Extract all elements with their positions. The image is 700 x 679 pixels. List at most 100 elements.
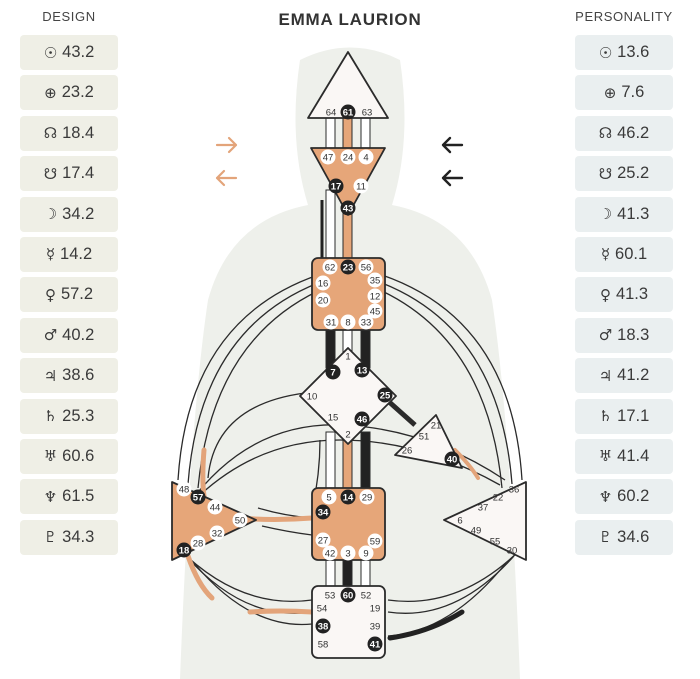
- design-activation-row: ☿14.2: [20, 236, 118, 272]
- activation-value: 7.6: [621, 83, 645, 102]
- svg-text:29: 29: [362, 493, 373, 504]
- activation-value: 61.5: [62, 487, 95, 506]
- gate-25: 25: [377, 387, 393, 403]
- svg-text:34: 34: [318, 508, 329, 519]
- channel-loop: [381, 274, 523, 481]
- activation-value: 25.3: [62, 406, 95, 425]
- channel-loop: [381, 282, 513, 485]
- channel-bar: [342, 557, 353, 589]
- svg-text:19: 19: [370, 604, 381, 615]
- planet-symbol-icon: ☿: [45, 245, 56, 264]
- planet-symbol-icon: ☉: [43, 43, 58, 62]
- channel-bar: [325, 431, 336, 491]
- g-center: [299, 347, 397, 445]
- design-activation-row: ♀57.2: [20, 277, 118, 313]
- planet-symbol-icon: ♃: [598, 366, 613, 385]
- chart-owner-name: EMMA LAURION: [278, 10, 422, 29]
- svg-text:33: 33: [361, 318, 372, 329]
- design-activation-row: ♃38.6: [20, 358, 118, 394]
- planet-symbol-icon: ☉: [598, 43, 613, 62]
- planet-symbol-icon: ♇: [598, 528, 613, 547]
- personality-activation-row: ♅41.4: [575, 438, 673, 474]
- design-activation-row: ♇34.3: [20, 519, 118, 555]
- gate-1: 1: [345, 352, 350, 363]
- svg-text:21: 21: [431, 421, 442, 432]
- gate-51: 51: [419, 432, 430, 443]
- gate-10: 10: [307, 392, 318, 403]
- gate-61: 61: [340, 104, 356, 120]
- design-channel-segment: [185, 553, 215, 601]
- gate-37: 37: [478, 503, 489, 514]
- gate-7: 7: [325, 364, 341, 380]
- svg-text:40: 40: [447, 455, 458, 466]
- activation-value: 23.2: [61, 83, 94, 102]
- design-activation-row: ☋17.4: [20, 156, 118, 192]
- gate-35: 35: [367, 272, 383, 288]
- activation-value: 18.3: [617, 325, 650, 344]
- gate-47: 47: [320, 149, 336, 165]
- gate-36: 36: [509, 485, 520, 496]
- personality-arrows: [441, 136, 464, 187]
- svg-text:62: 62: [325, 263, 336, 274]
- personality-activation-row: ♄17.1: [575, 398, 673, 434]
- activation-value: 41.3: [617, 204, 650, 223]
- gate-38: 38: [315, 618, 331, 634]
- planet-symbol-icon: ♄: [598, 407, 613, 426]
- gate-46: 46: [354, 411, 370, 427]
- svg-text:28: 28: [193, 539, 204, 550]
- gate-31: 31: [323, 314, 339, 330]
- design-arrows: [215, 136, 238, 187]
- design-activation-row: ☉43.2: [20, 35, 118, 70]
- gate-21: 21: [431, 421, 442, 432]
- gate-30: 30: [507, 546, 518, 557]
- planet-symbol-icon: ☽: [43, 205, 58, 224]
- activation-value: 41.3: [615, 285, 649, 304]
- arrow-left-icon: [215, 169, 238, 187]
- activation-value: 40.2: [62, 325, 95, 344]
- svg-text:23: 23: [343, 263, 354, 274]
- activation-value: 38.6: [62, 366, 95, 385]
- svg-text:14: 14: [343, 493, 354, 504]
- gate-12: 12: [367, 288, 383, 304]
- planet-symbol-icon: ♆: [598, 487, 613, 506]
- activation-value: 25.2: [617, 164, 650, 183]
- svg-text:60: 60: [343, 591, 354, 602]
- activation-value: 60.6: [62, 446, 95, 465]
- activation-value: 46.2: [617, 123, 650, 142]
- svg-text:44: 44: [210, 503, 221, 514]
- solar-plexus-center: [443, 481, 527, 561]
- personality-activation-row: ☋25.2: [575, 156, 673, 192]
- gate-19: 19: [370, 604, 381, 615]
- svg-text:5: 5: [326, 493, 331, 504]
- vertical-channels: [320, 117, 417, 589]
- gate-16: 16: [315, 275, 331, 291]
- svg-text:61: 61: [343, 108, 354, 119]
- activation-value: 41.4: [617, 446, 650, 465]
- gate-58: 58: [318, 640, 329, 651]
- planet-symbol-icon: ♅: [43, 447, 58, 466]
- svg-text:57: 57: [193, 493, 204, 504]
- planet-symbol-icon: ⊕: [44, 83, 57, 102]
- svg-text:41: 41: [370, 640, 381, 651]
- planet-symbol-icon: ♆: [43, 487, 58, 506]
- channel-bar: [342, 211, 353, 261]
- svg-text:17: 17: [331, 182, 342, 193]
- svg-text:6: 6: [457, 516, 462, 527]
- planet-symbol-icon: ☋: [43, 164, 58, 183]
- gate-53: 53: [325, 591, 336, 602]
- planet-symbol-icon: ⊕: [603, 83, 617, 102]
- svg-text:47: 47: [323, 153, 334, 164]
- planet-symbol-icon: ☽: [598, 205, 613, 224]
- svg-text:43: 43: [343, 204, 354, 215]
- svg-text:45: 45: [370, 307, 381, 318]
- gate-27: 27: [315, 532, 331, 548]
- planet-symbol-icon: ♀: [44, 285, 56, 304]
- gate-28: 28: [190, 535, 206, 551]
- gate-33: 33: [358, 314, 374, 330]
- channel-loop: [381, 290, 503, 489]
- svg-text:49: 49: [471, 526, 482, 537]
- gate-24: 24: [340, 149, 356, 165]
- svg-text:55: 55: [490, 537, 501, 548]
- svg-text:39: 39: [370, 622, 381, 633]
- gate-14: 14: [340, 489, 356, 505]
